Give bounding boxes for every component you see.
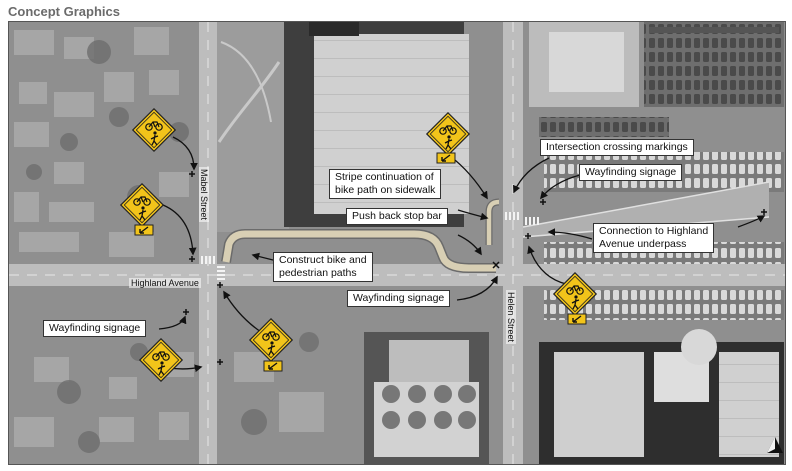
callout-stripe-continuation: Stripe continuation of bike path on side… xyxy=(329,169,442,199)
callout-wayfinding-left: Wayfinding signage xyxy=(43,320,147,337)
page-title: Concept Graphics xyxy=(8,4,120,19)
street-label-helen: Helen Street xyxy=(506,290,516,345)
callout-wayfinding-right: Wayfinding signage xyxy=(579,164,683,181)
callout-connection-underpass: Connection to Highland Avenue underpass xyxy=(593,223,715,253)
leader-sign-5 xyxy=(223,290,262,333)
aerial-map: Mabel Street Highland Avenue Helen Stree… xyxy=(8,21,786,465)
north-arrow-icon xyxy=(767,437,783,453)
diagonal-arrow-plaque xyxy=(436,152,456,164)
diagonal-arrow-plaque xyxy=(567,313,587,325)
street-label-mabel: Mabel Street xyxy=(199,167,209,223)
leader-sign-2 xyxy=(162,204,197,256)
street-label-highland: Highland Avenue xyxy=(129,278,201,288)
callout-intersection-crossing: Intersection crossing markings xyxy=(540,139,694,156)
diagonal-arrow-plaque xyxy=(134,224,154,236)
callout-push-back-stop-bar: Push back stop bar xyxy=(346,208,448,225)
leader-sign-1 xyxy=(172,136,198,171)
diagonal-arrow-plaque xyxy=(263,360,283,372)
callout-wayfinding-center: Wayfinding signage xyxy=(347,290,451,307)
callout-construct-paths: Construct bike and pedestrian paths xyxy=(273,252,373,282)
